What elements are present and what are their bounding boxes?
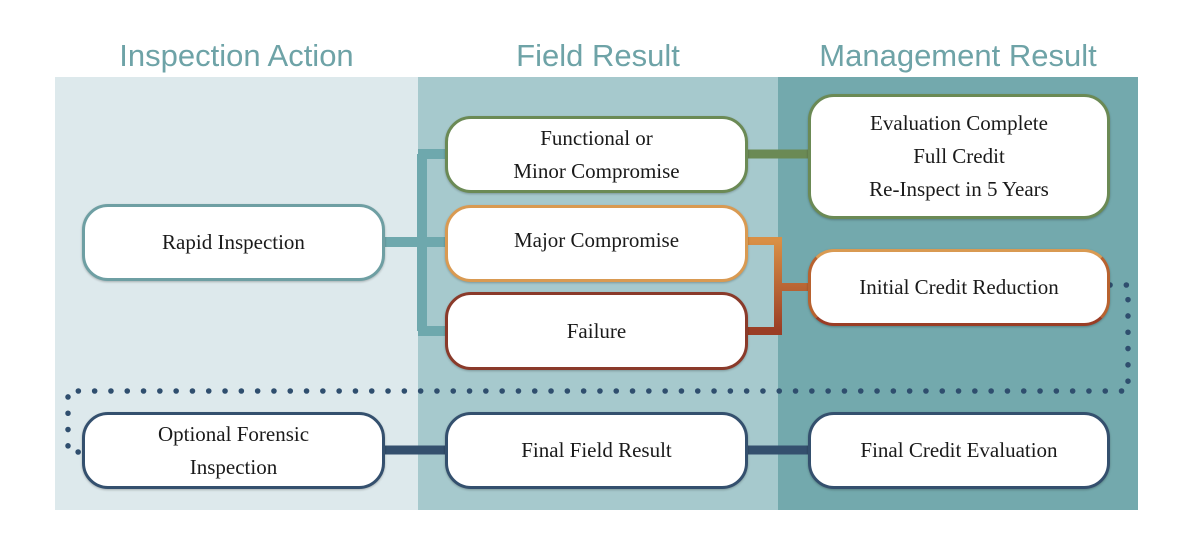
node-initial-credit-reduction: Initial Credit Reduction [808, 249, 1110, 326]
node-text: Final Field Result [521, 438, 672, 462]
node-optional-forensic-inspection: Optional Forensic Inspection [82, 412, 385, 489]
node-final-credit-evaluation: Final Credit Evaluation [808, 412, 1110, 489]
node-text: Re-Inspect in 5 Years [869, 177, 1049, 201]
node-failure: Failure [445, 292, 748, 370]
node-text: Inspection [189, 454, 278, 479]
node-text: Minor Compromise [513, 158, 680, 183]
node-text: Evaluation Complete [870, 111, 1048, 135]
connector-major-failure-to-credit-reduction [746, 237, 810, 335]
column-header-field-result: Field Result [516, 38, 680, 73]
node-major-compromise: Major Compromise [445, 205, 748, 282]
node-text: Final Credit Evaluation [860, 438, 1058, 462]
node-text: Failure [566, 318, 627, 343]
node-final-field-result: Final Field Result [445, 412, 748, 489]
node-text: Initial Credit Reduction [859, 275, 1059, 299]
node-evaluation-complete: Evaluation Complete Full Credit Re-Inspe… [808, 94, 1110, 219]
dotted-loop-connector [65, 282, 1131, 455]
column-header-inspection-action: Inspection Action [119, 38, 354, 73]
node-text: Functional or [540, 125, 653, 150]
node-text: Optional Forensic [157, 421, 310, 446]
node-text: Rapid Inspection [162, 230, 305, 254]
node-text: Full Credit [913, 144, 1005, 168]
connector-rapid-to-field-results [385, 149, 448, 336]
node-text: Major Compromise [513, 228, 680, 252]
node-functional-or-minor-compromise: Functional or Minor Compromise [445, 116, 748, 193]
column-header-management-result: Management Result [819, 38, 1097, 73]
node-rapid-inspection: Rapid Inspection [82, 204, 385, 281]
